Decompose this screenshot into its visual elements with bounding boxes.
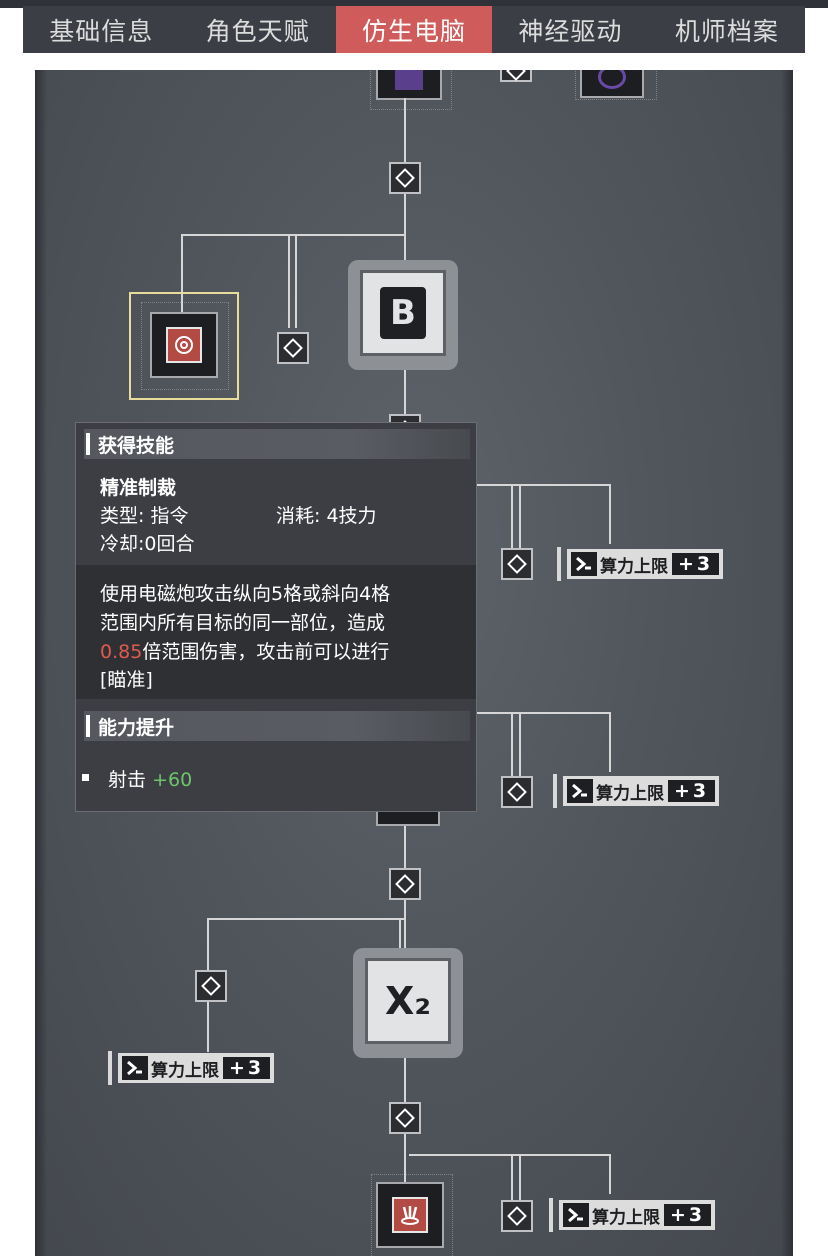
- connector-node: [277, 332, 309, 364]
- section-header-stats: 能力提升: [84, 711, 470, 741]
- connector-node: [501, 1200, 533, 1232]
- stat-name: 射击: [108, 769, 147, 791]
- section-header-skill: 获得技能: [84, 429, 470, 459]
- connector-node: [501, 776, 533, 808]
- purple-skill-icon: [395, 70, 423, 90]
- connector-node: [389, 868, 421, 900]
- chip-b-icon: B: [380, 287, 426, 339]
- skill-tooltip: 获得技能 精准制裁 类型: 指令 消耗: 4技力 冷却:0回合 使用电磁炮攻击纵…: [75, 422, 477, 812]
- connector-node: [389, 1102, 421, 1134]
- tab-basic-info[interactable]: 基础信息: [49, 16, 154, 46]
- tab-talents[interactable]: 角色天赋: [205, 16, 310, 46]
- target-reticle-icon: [166, 327, 202, 363]
- badge-plus: +3: [664, 1204, 712, 1226]
- compute-limit-badge[interactable]: 算力上限 +3: [557, 547, 724, 581]
- skill-node-purple-2[interactable]: [580, 70, 644, 98]
- compute-icon: [567, 779, 593, 803]
- stat-value: +60: [152, 769, 193, 791]
- skill-node-purple[interactable]: [376, 70, 442, 100]
- node-frame: [141, 302, 229, 390]
- node-frame: [370, 70, 452, 110]
- top-strip: [0, 0, 828, 8]
- compute-icon: [571, 552, 597, 576]
- tab-bar: 基础信息 角色天赋 仿生电脑 神经驱动 机师档案: [23, 6, 805, 53]
- core-chip-b[interactable]: B: [348, 260, 458, 370]
- badge-plus: +3: [668, 780, 716, 802]
- selection-highlight: [129, 292, 239, 400]
- connector-node: [501, 548, 533, 580]
- tab-pilot-profile[interactable]: 机师档案: [674, 16, 779, 46]
- damage-multiplier: 0.85: [100, 641, 143, 663]
- purple-ring-icon: [598, 70, 626, 89]
- badge-label: 算力上限: [151, 1060, 219, 1081]
- skill-cooldown: 冷却:0回合: [100, 533, 195, 555]
- skill-node-red[interactable]: [376, 1182, 444, 1248]
- chip-x2-icon: X₂: [385, 979, 431, 1023]
- tab-neural-drive[interactable]: 神经驱动: [518, 16, 623, 46]
- aim-keyword: [瞄准]: [100, 669, 153, 691]
- tab-bionic-computer[interactable]: 仿生电脑: [335, 6, 493, 53]
- compute-icon: [563, 1203, 589, 1227]
- connector-node: [389, 162, 421, 194]
- connector-node: [195, 970, 227, 1002]
- skill-node-precision-strike[interactable]: [150, 312, 218, 378]
- compute-icon: [122, 1056, 148, 1080]
- chip-plate: X₂: [365, 958, 451, 1044]
- node-frame: [575, 70, 657, 100]
- core-chip-x2[interactable]: X₂: [353, 948, 463, 1058]
- compute-limit-badge[interactable]: 算力上限 +3: [108, 1051, 275, 1085]
- skill-name: 精准制裁: [100, 477, 177, 499]
- badge-label: 算力上限: [600, 556, 668, 577]
- bullet-icon: [82, 774, 89, 781]
- connector-node: [500, 70, 532, 82]
- badge-label: 算力上限: [592, 1207, 660, 1228]
- node-frame: [371, 1174, 453, 1256]
- section-title: 能力提升: [98, 716, 175, 739]
- skill-cost: 消耗: 4技力: [276, 505, 377, 527]
- badge-plus: +3: [223, 1057, 271, 1079]
- compute-limit-badge[interactable]: 算力上限 +3: [549, 1198, 716, 1232]
- skill-type: 类型: 指令: [100, 505, 189, 527]
- desc-line: 使用电磁炮攻击纵向5格或斜向4格: [100, 583, 391, 605]
- desc-line: 范围内所有目标的同一部位，造成: [100, 612, 386, 634]
- chip-plate: B: [360, 270, 446, 356]
- section-title: 获得技能: [98, 434, 175, 457]
- compute-limit-badge[interactable]: 算力上限 +3: [553, 774, 720, 808]
- burst-icon: [392, 1197, 428, 1233]
- badge-label: 算力上限: [596, 783, 664, 804]
- badge-plus: +3: [672, 553, 720, 575]
- skill-description: 使用电磁炮攻击纵向5格或斜向4格 范围内所有目标的同一部位，造成 0.85倍范围…: [76, 565, 476, 699]
- desc-line: 0.85倍范围伤害，攻击前可以进行: [100, 637, 389, 664]
- stat-row: 射击 +60: [108, 765, 192, 792]
- desc-text: 倍范围伤害，攻击前可以进行: [142, 641, 390, 663]
